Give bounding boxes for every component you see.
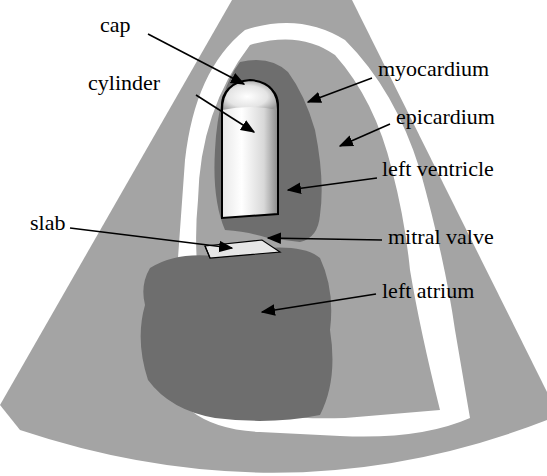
leader-line bbox=[340, 124, 390, 146]
leader-line bbox=[288, 178, 377, 190]
slab-model bbox=[205, 240, 280, 258]
part-label: epicardium bbox=[396, 106, 495, 128]
leader-line bbox=[308, 78, 372, 102]
leader-line bbox=[70, 228, 232, 248]
cap-model bbox=[222, 80, 278, 110]
leader-lines bbox=[70, 34, 390, 312]
part-label: slab bbox=[30, 212, 65, 234]
cap-outline bbox=[222, 80, 278, 110]
left-ventricle bbox=[214, 60, 321, 242]
leader-line bbox=[148, 34, 244, 84]
leader-line bbox=[262, 294, 376, 312]
part-label: left ventricle bbox=[382, 158, 494, 180]
leader-line bbox=[196, 95, 254, 132]
part-label: cap bbox=[100, 14, 131, 36]
part-label: mitral valve bbox=[388, 226, 494, 248]
leader-line bbox=[268, 238, 382, 240]
part-label: cylinder bbox=[88, 72, 160, 94]
part-label: left atrium bbox=[382, 280, 474, 302]
left-atrium bbox=[141, 247, 333, 420]
slab-edge bbox=[205, 246, 210, 258]
part-label: myocardium bbox=[378, 58, 489, 80]
